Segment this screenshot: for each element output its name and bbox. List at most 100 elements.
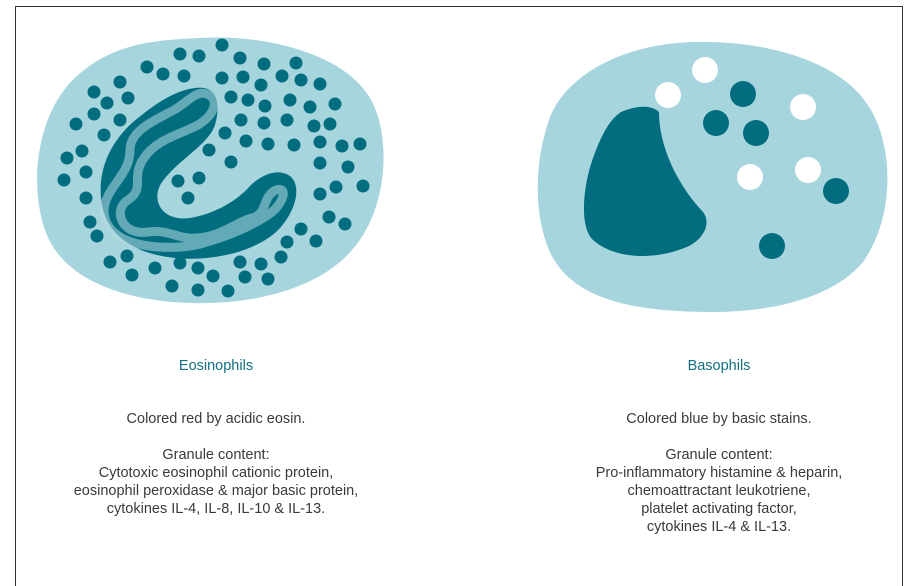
granule bbox=[328, 97, 342, 111]
granule bbox=[241, 93, 255, 107]
granule bbox=[171, 174, 185, 188]
granule bbox=[353, 137, 367, 151]
granule bbox=[280, 235, 294, 249]
granule bbox=[335, 139, 349, 153]
basophil-granule-heading: Granule content: bbox=[665, 447, 773, 463]
granule bbox=[165, 279, 179, 293]
granule bbox=[233, 51, 247, 65]
granule bbox=[57, 173, 71, 187]
granule bbox=[287, 138, 301, 152]
granule bbox=[254, 257, 268, 271]
granule bbox=[309, 234, 323, 248]
granule-light bbox=[655, 82, 681, 108]
granule bbox=[113, 75, 127, 89]
granule bbox=[173, 47, 187, 61]
eosinophil-granule-line: cytokines IL-4, IL-8, IL-10 & IL-13. bbox=[106, 501, 326, 517]
granule bbox=[313, 135, 327, 149]
granule bbox=[87, 85, 101, 99]
granule bbox=[181, 191, 195, 205]
granule bbox=[215, 71, 229, 85]
granule bbox=[307, 119, 321, 133]
granule bbox=[338, 217, 352, 231]
eosinophil-illustration bbox=[37, 37, 384, 304]
granule bbox=[140, 60, 154, 74]
basophil-granule-line: cytokines IL-4 & IL-13. bbox=[646, 519, 792, 535]
granule bbox=[125, 268, 139, 282]
granule bbox=[257, 57, 271, 71]
granule-dark bbox=[743, 120, 769, 146]
granule bbox=[341, 160, 355, 174]
granule bbox=[258, 99, 272, 113]
granule-dark bbox=[703, 110, 729, 136]
basophil-granule-line: Pro-inflammatory histamine & heparin, bbox=[595, 465, 843, 481]
granule bbox=[191, 283, 205, 297]
granule-dark bbox=[759, 233, 785, 259]
granule bbox=[234, 113, 248, 127]
basophil-granule-line: platelet activating factor, bbox=[641, 501, 797, 517]
granule bbox=[329, 180, 343, 194]
figure-frame bbox=[15, 6, 903, 586]
granule bbox=[90, 229, 104, 243]
granule-dark bbox=[730, 81, 756, 107]
granule bbox=[121, 91, 135, 105]
granule bbox=[254, 78, 268, 92]
granule-light bbox=[790, 94, 816, 120]
granule bbox=[60, 151, 74, 165]
granule bbox=[75, 144, 89, 158]
granule-light bbox=[795, 157, 821, 183]
granule bbox=[100, 96, 114, 110]
granule bbox=[356, 179, 370, 193]
basophil-granule-line: chemoattractant leukotriene, bbox=[627, 483, 811, 499]
granule bbox=[97, 128, 111, 142]
granule bbox=[83, 215, 97, 229]
granule bbox=[236, 70, 250, 84]
eosinophil-chromatin bbox=[99, 88, 288, 252]
granule bbox=[156, 67, 170, 81]
basophil-text-block: Colored blue by basic stains. Granule co… bbox=[509, 410, 906, 536]
granule-light bbox=[737, 164, 763, 190]
granule bbox=[202, 143, 216, 157]
eosinophil-description: Colored red by acidic eosin. bbox=[126, 411, 306, 427]
granule-dark bbox=[823, 178, 849, 204]
granule bbox=[322, 210, 336, 224]
eosinophil-granule-line: eosinophil peroxidase & major basic prot… bbox=[73, 483, 359, 499]
granule bbox=[313, 77, 327, 91]
granule bbox=[79, 165, 93, 179]
granule bbox=[274, 250, 288, 264]
granule bbox=[313, 187, 327, 201]
granule bbox=[289, 56, 303, 70]
granule bbox=[224, 155, 238, 169]
granule bbox=[294, 73, 308, 87]
granule bbox=[87, 107, 101, 121]
granule bbox=[261, 137, 275, 151]
granule bbox=[218, 126, 232, 140]
granule bbox=[233, 255, 247, 269]
basophil-description: Colored blue by basic stains. bbox=[626, 411, 812, 427]
basophil-title: Basophils bbox=[687, 358, 751, 374]
granule bbox=[206, 269, 220, 283]
granule bbox=[283, 93, 297, 107]
granule bbox=[79, 191, 93, 205]
granule bbox=[257, 116, 271, 130]
granule bbox=[177, 69, 191, 83]
granule bbox=[224, 90, 238, 104]
granule bbox=[103, 255, 117, 269]
granule bbox=[173, 256, 187, 270]
basophil-illustration bbox=[537, 41, 888, 313]
granule bbox=[148, 261, 162, 275]
granule bbox=[238, 270, 252, 284]
granule bbox=[261, 272, 275, 286]
eosinophil-granule-line: Cytotoxic eosinophil cationic protein, bbox=[98, 465, 334, 481]
granule bbox=[120, 249, 134, 263]
granule bbox=[275, 69, 289, 83]
eosinophil-granules bbox=[57, 38, 370, 298]
basophil-granules bbox=[655, 57, 849, 259]
granule bbox=[221, 284, 235, 298]
eosinophil-granule-heading: Granule content: bbox=[162, 447, 270, 463]
granule bbox=[69, 117, 83, 131]
granule bbox=[313, 156, 327, 170]
eosinophil-text-block: Colored red by acidic eosin. Granule con… bbox=[6, 410, 426, 518]
basophil-nucleus bbox=[583, 106, 707, 257]
granule bbox=[323, 117, 337, 131]
granule bbox=[215, 38, 229, 52]
